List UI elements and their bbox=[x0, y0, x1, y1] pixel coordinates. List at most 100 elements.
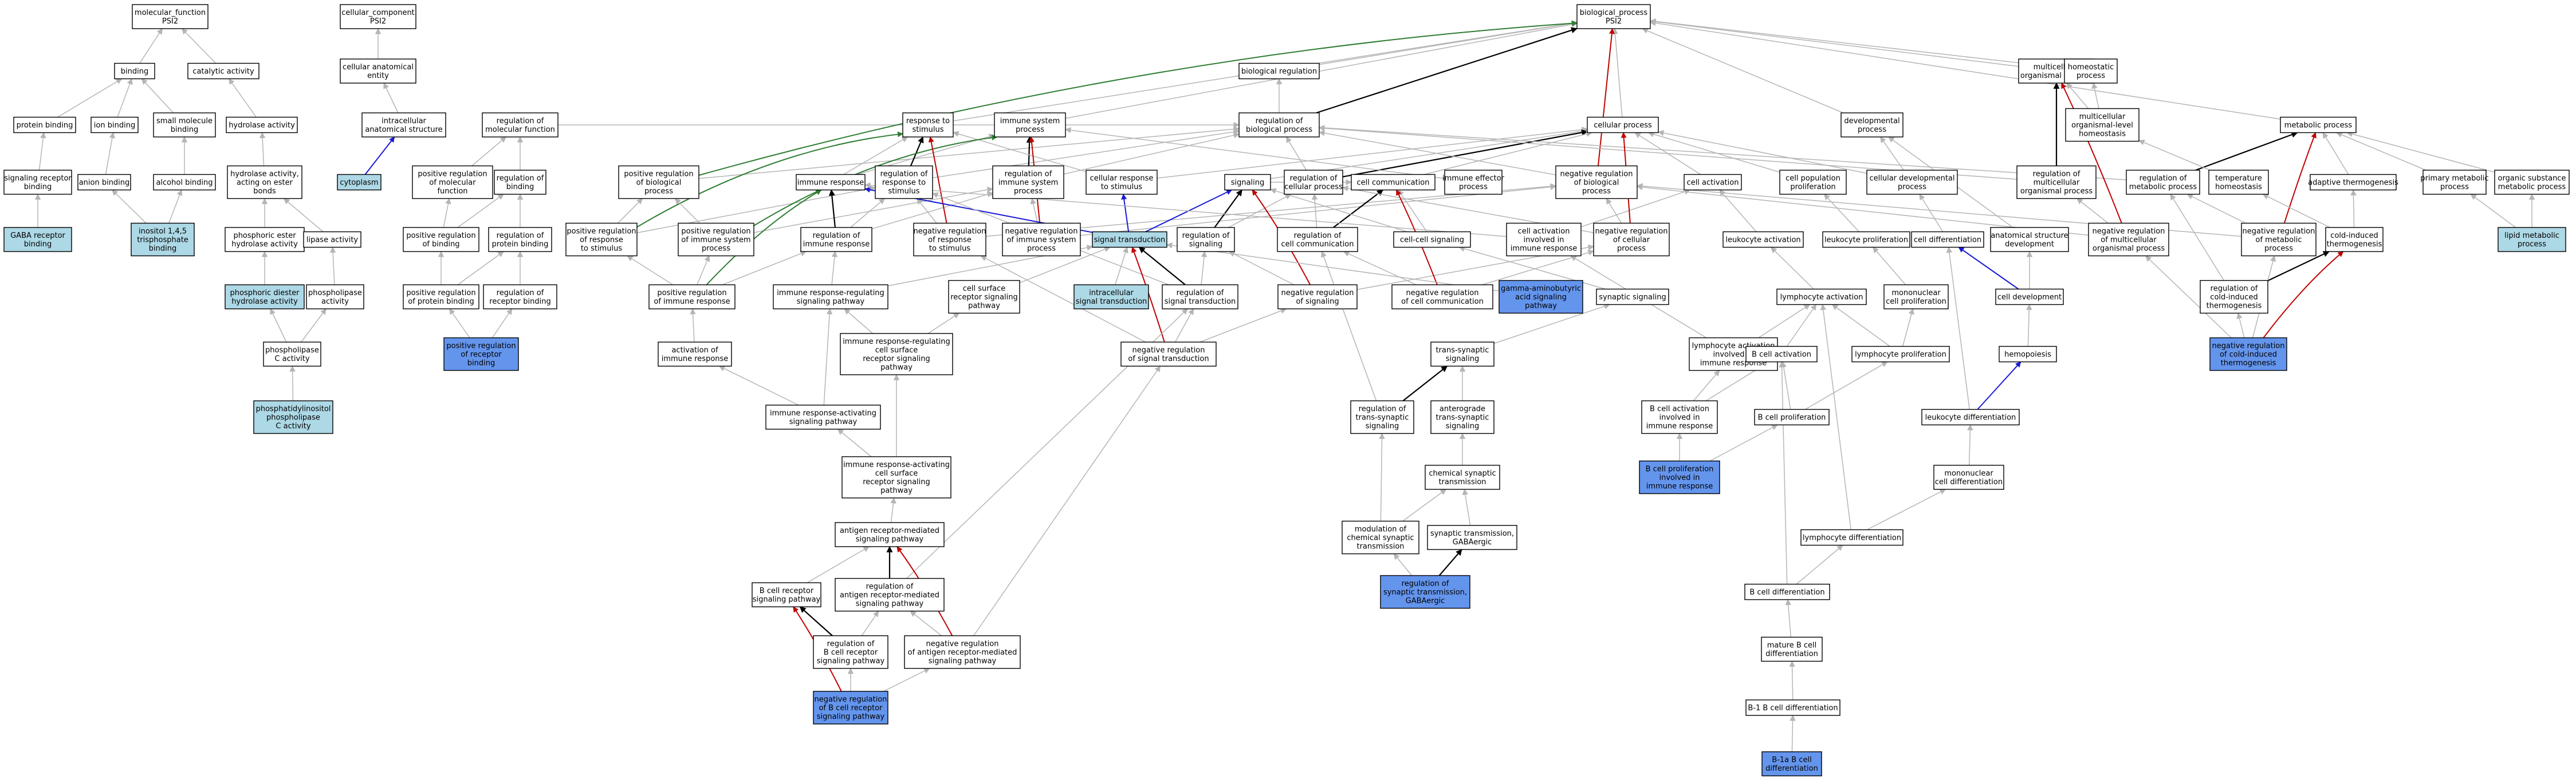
go-term-node-adthermo[interactable]: adaptive thermogenesis bbox=[2308, 174, 2398, 191]
go-term-node-leukact[interactable]: leukocyte activation bbox=[1722, 231, 1804, 248]
go-term-node-celldiff[interactable]: cell differentiation bbox=[1911, 231, 1984, 248]
go-term-node-synsig[interactable]: synaptic signaling bbox=[1596, 288, 1669, 305]
go-term-node-bioreg[interactable]: biological regulation bbox=[1238, 62, 1320, 80]
go-term-node-cellact[interactable]: cell activation bbox=[1684, 174, 1742, 191]
go-term-node-lymphact[interactable]: lymphocyte activation bbox=[1776, 288, 1867, 305]
go-term-node-lipase[interactable]: lipase activity bbox=[303, 231, 361, 248]
go-term-node-metab[interactable]: metabolic process bbox=[2280, 116, 2357, 134]
go-term-node-catalytic[interactable]: catalytic activity bbox=[187, 62, 259, 80]
go-term-node-gabasyn[interactable]: synaptic transmission,GABAergic bbox=[1427, 525, 1517, 550]
go-term-node-hydrolase[interactable]: hydrolase activity bbox=[226, 116, 298, 134]
go-term-node-protbind[interactable]: protein binding bbox=[13, 116, 76, 134]
go-term-node-alcbind[interactable]: alcohol binding bbox=[153, 174, 216, 191]
go-term-node-binding[interactable]: binding bbox=[114, 62, 155, 80]
go-term-node-ccsig[interactable]: cell-cell signaling bbox=[1393, 231, 1471, 248]
go-term-node-cellcomm[interactable]: cell communication bbox=[1351, 174, 1436, 191]
go-term-node-lymphprolif[interactable]: lymphocyte proliferation bbox=[1851, 346, 1950, 363]
go-term-node-cellproc[interactable]: cellular process bbox=[1587, 116, 1659, 134]
go-term-node-celldev[interactable]: cell development bbox=[1995, 288, 2064, 305]
go-term-node-ionbind[interactable]: ion binding bbox=[91, 116, 139, 134]
go-term-node-lymphdiff[interactable]: lymphocyte differentiation bbox=[1800, 529, 1904, 546]
go-term-node-bcellact[interactable]: B cell activation bbox=[1745, 346, 1818, 363]
go-term-node-bdiff[interactable]: B cell differentiation bbox=[1744, 583, 1830, 601]
go-term-node-bprolif[interactable]: B cell proliferation bbox=[1754, 409, 1830, 426]
go-term-node-hemopoiesis[interactable]: hemopoiesis bbox=[1999, 346, 2057, 363]
go-term-node-cytoplasm[interactable]: cytoplasm bbox=[337, 174, 382, 191]
